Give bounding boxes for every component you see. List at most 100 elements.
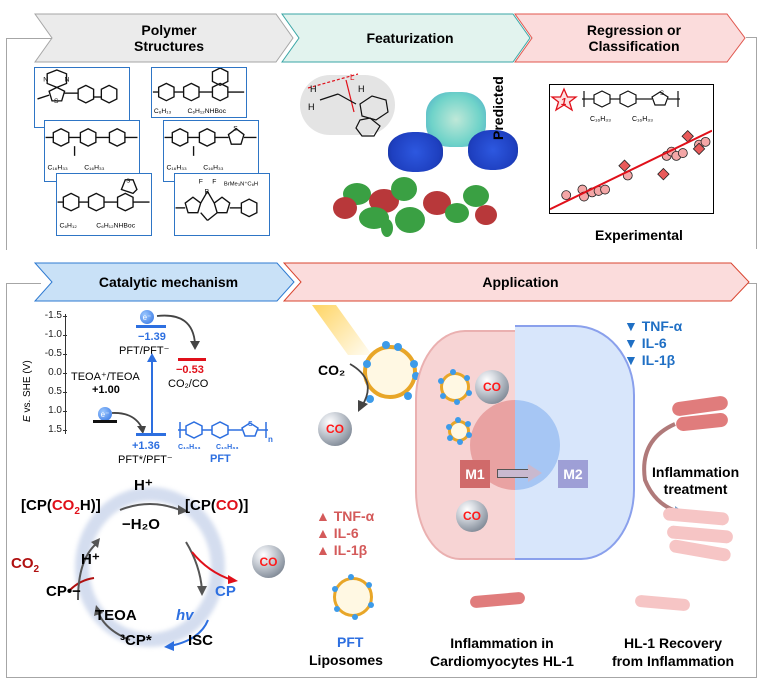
scatter-point-circle [561,190,572,201]
energy-axis [65,314,66,434]
co-molecule-icon: CO [252,545,285,578]
energy-tick-label: 0.5 [48,386,62,397]
hydrogen-label: H [358,84,365,94]
svg-text:C₁₆H₃₃: C₁₆H₃₃ [178,444,201,451]
cytokines-down: ▼ TNF-α ▼ IL-6 ▼ IL-1β [624,318,682,369]
svg-text:S: S [660,91,664,97]
scatter-point-diamond [657,167,670,181]
cycle-cp-co2h: [CP(CO2H)] [21,497,101,517]
pft-dot [331,586,338,593]
cycle-co2-input: CO2 [11,555,40,575]
cycle-cp-radical: CP•− [46,583,81,600]
cytokine-item: ▲ TNF-α [316,508,375,524]
substituent-label: C₆H₁₂NHBoc [96,222,135,229]
energy-tick-label: 1.5 [48,424,62,435]
cytokine-item: ▲ IL-6 [316,525,359,541]
svg-text:S: S [233,126,238,133]
cycle-teoa: TEOA [95,607,137,624]
substituent-label: C₁₆H₃₃ [203,164,224,171]
cycle-cp-co: [CP(CO)] [185,497,249,514]
regression-plot: 1 S C₁₆H₃₃ C₁₆H₃₃ [549,84,714,214]
frame-right-top [756,37,757,249]
axis-label-rest: vs. SHE (V) [22,360,33,416]
pft-dot [454,417,461,424]
light-beam [312,305,372,355]
frame-left-top [6,38,7,250]
chart-ylabel: Predicted [490,76,506,140]
pft-dot [447,434,454,441]
stage-application: Application [283,262,750,302]
electron-transfer-arrow [156,314,200,350]
svg-text:F: F [199,179,203,186]
scatter-point-diamond [692,142,706,156]
electrostatic-potential-map [388,92,518,177]
pft-dot [463,374,470,381]
polarization-arrow [497,469,529,478]
frame-top-left [6,38,58,39]
cycle-isc: ISC [188,632,214,649]
molecular-orbital-render [333,175,503,240]
scatter-point-circle [600,184,610,195]
cycle-arrows [69,503,238,651]
substituent-label: C₆H₁₃ [154,108,172,115]
pft-label: PFT [337,634,364,650]
pft-dot [445,423,452,430]
pft-structure: S n C₁₆H₃₃ C₁₆H₃₃ [178,421,273,451]
co-molecule-icon: CO [318,412,352,446]
pft-dot [404,392,412,400]
cycle-cp: CP [215,583,236,600]
level-value: +1.00 [92,384,120,396]
substituent-label: C₁₆H₃₃ [632,116,653,123]
frame-right-bottom [756,283,757,678]
pft-dot [440,393,447,400]
fit-line [550,129,712,211]
cycle-minus-h2o: −H₂O [122,516,160,533]
pft-dot [382,341,390,349]
frame-top-right [746,37,756,38]
energy-axis-label: E vs. SHE (V) [22,360,33,422]
pft-dot [464,421,471,428]
scatter-point-circle [677,148,688,158]
cytokine-item: ▼ TNF-α [624,318,683,334]
pft-name: PFT [210,453,231,465]
star-badge-number: 1 [561,97,567,108]
frame-mid-right [747,283,757,284]
level-label: CO₂/CO [168,378,209,390]
level-label: TEOA⁺/TEOA [71,371,140,383]
pft-dot [457,438,464,445]
application-co2: CO₂ [318,362,346,378]
m1-label: M1 [460,460,490,488]
pft-dot [453,398,460,405]
pft-dot [394,343,402,351]
stage-catalytic-mechanism: Catalytic mechanism [34,262,295,302]
scatter-point-circle [700,136,711,147]
frame-left-bottom [6,283,7,678]
pft-dot [410,360,418,368]
cytokine-item: ▲ IL-1β [316,542,368,558]
energy-tick [63,430,67,431]
substituent-label: C₁₆H₃₃ [166,164,187,171]
polarization-arrowhead [528,464,542,482]
pft-dot [412,372,420,380]
energy-tick [63,316,67,317]
stage-label: Structures [133,38,205,54]
pft-dot [347,574,354,581]
svg-text:S: S [126,179,130,185]
scatter-svg: 1 S C₁₆H₃₃ C₁₆H₃₃ [550,87,712,211]
chart-xlabel: Experimental [595,227,683,243]
level-co2-co [178,358,206,361]
energy-tick-label: -1.0 [44,329,62,340]
cycle-h-plus-left: H⁺ [81,551,100,568]
substituent-label: C₁₆H₃₃ [84,164,105,171]
level-value: −1.39 [138,331,166,343]
energy-tick-label: 1.0 [48,405,62,416]
stage-featurization: Featurization [281,13,531,63]
level-value: +1.36 [132,440,160,452]
m2-label: M2 [558,460,588,488]
